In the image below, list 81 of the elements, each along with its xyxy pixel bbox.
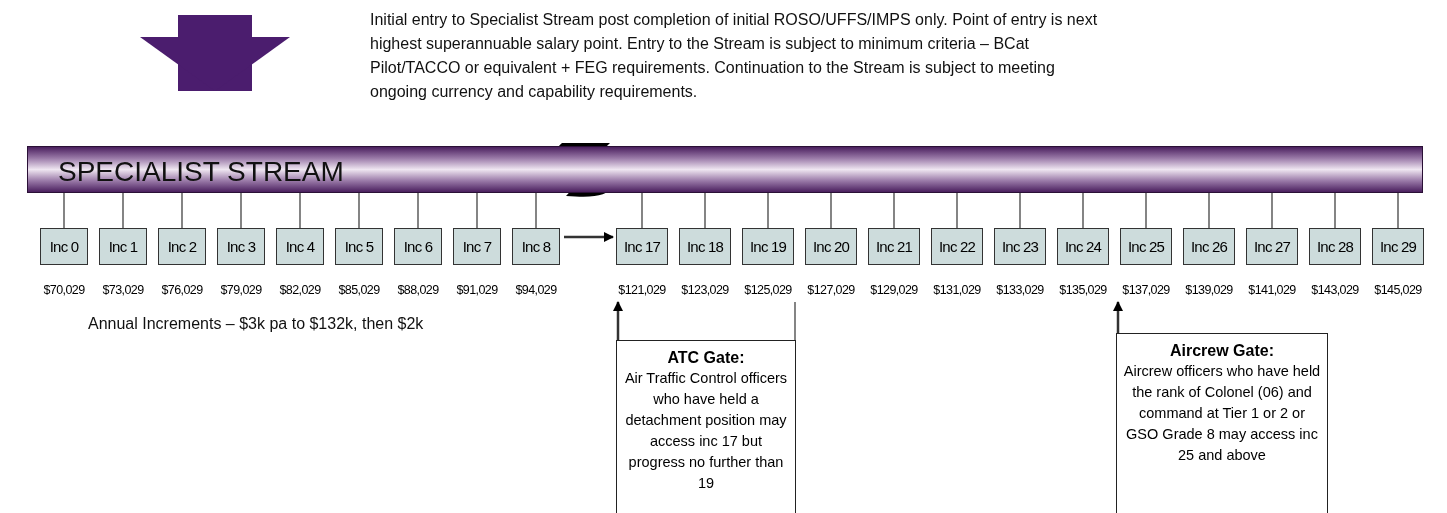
connector-line xyxy=(476,192,478,229)
salary-text: $85,029 xyxy=(338,283,380,297)
salary-text: $129,029 xyxy=(870,283,918,297)
connector-line xyxy=(417,192,419,229)
salary-text: $70,029 xyxy=(43,283,85,297)
increment-box: Inc 23 xyxy=(994,228,1046,265)
salary-text: $131,029 xyxy=(933,283,981,297)
salary-text: $79,029 xyxy=(220,283,262,297)
connector-line xyxy=(704,192,706,229)
arrow xyxy=(1113,301,1123,333)
salary-text: $76,029 xyxy=(161,283,203,297)
arrow xyxy=(564,232,614,242)
connector-line xyxy=(1145,192,1147,229)
increment-box: Inc 4 xyxy=(276,228,324,265)
increment-box: Inc 25 xyxy=(1120,228,1172,265)
increment-box: Inc 19 xyxy=(742,228,794,265)
salary-text: $145,029 xyxy=(1374,283,1422,297)
block-arrow xyxy=(140,15,290,91)
connector-line xyxy=(299,192,301,229)
connector-line xyxy=(1082,192,1084,229)
increment-box: Inc 17 xyxy=(616,228,668,265)
increment-box: Inc 8 xyxy=(512,228,560,265)
stream-title: SPECIALIST STREAM xyxy=(58,156,344,188)
connector-line xyxy=(535,192,537,229)
connector-line xyxy=(830,192,832,229)
gate-text: Air Traffic Control officers who have held a detachment position may access inc 17 but progress no further than 19 xyxy=(623,369,789,493)
increment-box: Inc 18 xyxy=(679,228,731,265)
connector-line xyxy=(767,192,769,229)
connector-line xyxy=(893,192,895,229)
arrow xyxy=(613,301,623,340)
salary-text: $133,029 xyxy=(996,283,1044,297)
connector-line xyxy=(1334,192,1336,229)
salary-text: $88,029 xyxy=(397,283,439,297)
increment-box: Inc 20 xyxy=(805,228,857,265)
increment-box: Inc 6 xyxy=(394,228,442,265)
salary-text: $123,029 xyxy=(681,283,729,297)
connector-line xyxy=(641,192,643,229)
connector-line xyxy=(794,301,796,341)
connector-line xyxy=(1397,192,1399,229)
note-text: Annual Increments – $3k pa to $132k, then $2k xyxy=(88,314,425,334)
connector-line xyxy=(1208,192,1210,229)
salary-text: $141,029 xyxy=(1248,283,1296,297)
increment-box: Inc 29 xyxy=(1372,228,1424,265)
increment-box: Inc 21 xyxy=(868,228,920,265)
increment-box: Inc 24 xyxy=(1057,228,1109,265)
connector-line xyxy=(240,192,242,229)
increment-box: Inc 0 xyxy=(40,228,88,265)
increment-box: Inc 1 xyxy=(99,228,147,265)
salary-text: $137,029 xyxy=(1122,283,1170,297)
gate-heading: ATC Gate: xyxy=(666,348,746,368)
increment-box: Inc 22 xyxy=(931,228,983,265)
connector-line xyxy=(181,192,183,229)
increment-box: Inc 26 xyxy=(1183,228,1235,265)
gate-heading: Aircrew Gate: xyxy=(1168,341,1275,361)
gate-box xyxy=(1116,333,1328,513)
connector-line xyxy=(63,192,65,229)
salary-text: $73,029 xyxy=(102,283,144,297)
increment-box: Inc 5 xyxy=(335,228,383,265)
increment-box: Inc 3 xyxy=(217,228,265,265)
salary-text: $91,029 xyxy=(456,283,498,297)
salary-text: $82,029 xyxy=(279,283,321,297)
connector-line xyxy=(1019,192,1021,229)
increment-box: Inc 2 xyxy=(158,228,206,265)
increment-box: Inc 28 xyxy=(1309,228,1361,265)
salary-text: $121,029 xyxy=(618,283,666,297)
gate-text: Aircrew officers who have held the rank of Colonel (06) and command at Tier 1 or 2 or GSO Grade 8 may access inc 25 and above xyxy=(1122,362,1322,465)
increment-box: Inc 27 xyxy=(1246,228,1298,265)
salary-text: $94,029 xyxy=(515,283,557,297)
note-text: Initial entry to Specialist Stream post completion of initial ROSO/UFFS/IMPS only. Point of entry is next highest superannuable salary point. Entry to the Stream is subject to minimum criteria – BCat Pilot/TACCO or equivalent + FEG requirements. Continuation to the Stream is subject to meeting ongoing currency and capability requirements. xyxy=(370,10,1099,102)
salary-text: $143,029 xyxy=(1311,283,1359,297)
increment-box: Inc 7 xyxy=(453,228,501,265)
salary-text: $139,029 xyxy=(1185,283,1233,297)
connector-line xyxy=(122,192,124,229)
connector-line xyxy=(956,192,958,229)
gate-box xyxy=(616,340,796,513)
connector-line xyxy=(1271,192,1273,229)
connector-line xyxy=(358,192,360,229)
salary-text: $127,029 xyxy=(807,283,855,297)
salary-text: $125,029 xyxy=(744,283,792,297)
stream-bar xyxy=(27,146,1423,193)
salary-text: $135,029 xyxy=(1059,283,1107,297)
